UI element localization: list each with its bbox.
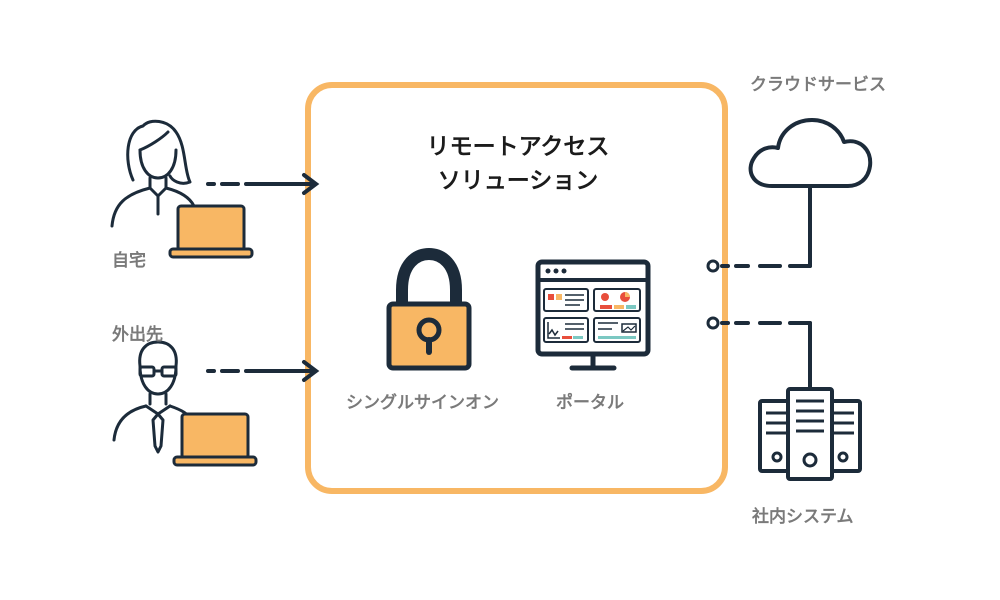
sso-label: シングルサインオン xyxy=(346,393,499,413)
outside-label: 外出先 xyxy=(112,325,163,345)
internal-system-connection-line xyxy=(706,316,812,390)
padlock-icon xyxy=(386,247,472,371)
solution-title: リモートアクセス ソリューション xyxy=(408,130,628,198)
cloud-connection-line xyxy=(706,186,812,273)
laptop-icon xyxy=(172,412,258,467)
solution-box xyxy=(305,82,728,494)
server-icon xyxy=(758,387,862,481)
solution-title-line1: リモートアクセス xyxy=(426,134,610,160)
woman-user-icon xyxy=(110,119,196,228)
cloud-icon xyxy=(748,118,873,188)
home-label: 自宅 xyxy=(112,251,146,271)
man-user-icon xyxy=(112,340,194,454)
home-connection-arrow xyxy=(206,173,320,195)
solution-title-line2: ソリューション xyxy=(437,168,599,194)
dashboard-monitor-icon xyxy=(535,259,651,371)
internal-system-label: 社内システム xyxy=(752,507,854,527)
laptop-icon xyxy=(168,204,254,259)
portal-label: ポータル xyxy=(556,393,624,413)
cloud-service-label: クラウドサービス xyxy=(750,75,886,95)
outside-connection-arrow xyxy=(206,360,320,382)
